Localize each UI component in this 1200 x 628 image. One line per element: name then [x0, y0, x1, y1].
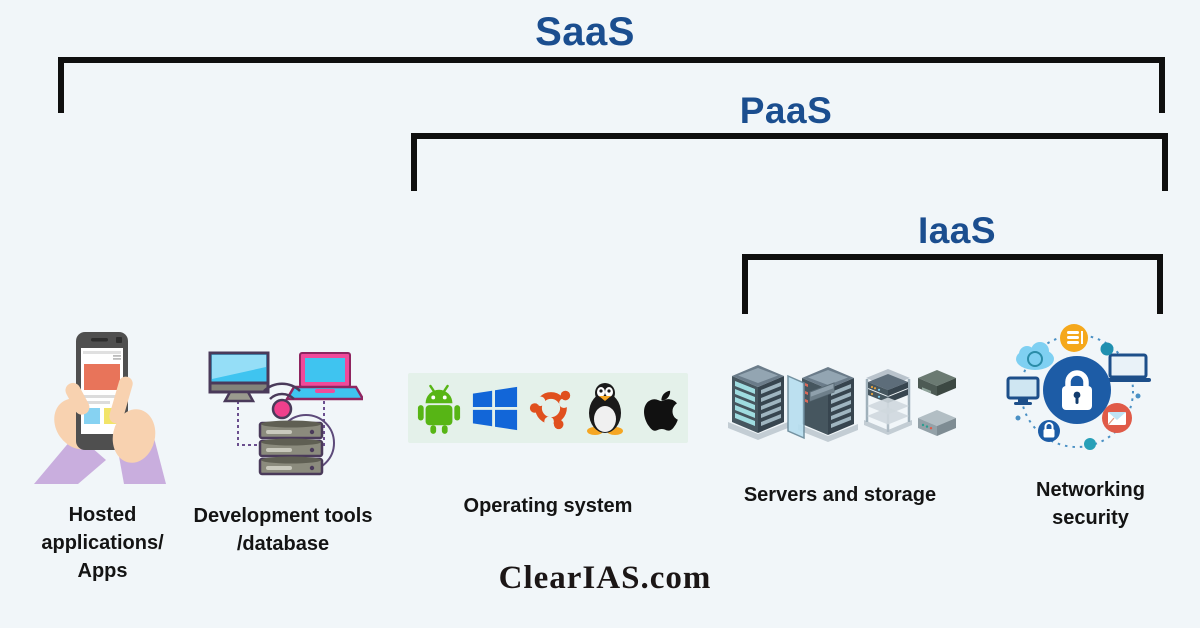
saas-bracket — [58, 57, 1165, 113]
server-badge-icon — [1060, 324, 1088, 352]
rack-flat-units — [918, 370, 956, 436]
android-icon — [418, 384, 461, 434]
windows-icon — [472, 386, 517, 431]
mini-lock-badge-icon — [1038, 420, 1060, 442]
operating-system-label: Operating system — [463, 495, 633, 517]
linux-tux-icon — [587, 383, 624, 435]
clearias-watermark: ClearIAS.com — [498, 560, 712, 596]
development-tools-label: Development tools /database — [193, 505, 373, 555]
paas-title: PaaS — [739, 90, 833, 131]
hands-holding-smartphone-icon — [30, 324, 170, 484]
padlock-icon — [1043, 356, 1111, 424]
server-racks-icon — [726, 356, 956, 446]
monitor-icon — [1006, 376, 1040, 405]
hosted-applications-label: Hosted applications/ Apps — [41, 504, 164, 582]
laptop-icon — [1105, 353, 1151, 382]
network-security-lock-icon — [998, 318, 1158, 466]
network-dot — [1084, 438, 1096, 450]
rack-open-frame — [864, 369, 912, 435]
networking-security-label: Networking security — [1036, 479, 1145, 529]
computers-database-server-icon — [198, 345, 366, 480]
network-dot — [1100, 342, 1114, 356]
servers-storage-label: Servers and storage — [743, 484, 937, 506]
operating-system-logos-band — [408, 373, 688, 443]
rack-tower — [728, 365, 788, 440]
saas-title: SaaS — [535, 10, 635, 54]
apple-icon — [643, 390, 678, 431]
email-badge-icon — [1102, 403, 1132, 433]
paas-bracket — [411, 133, 1168, 191]
iaas-title: IaaS — [917, 210, 997, 251]
rack-open-door — [787, 367, 858, 442]
ubuntu-icon — [529, 390, 571, 430]
iaas-bracket — [742, 254, 1163, 314]
cloud-icon — [1016, 342, 1054, 370]
